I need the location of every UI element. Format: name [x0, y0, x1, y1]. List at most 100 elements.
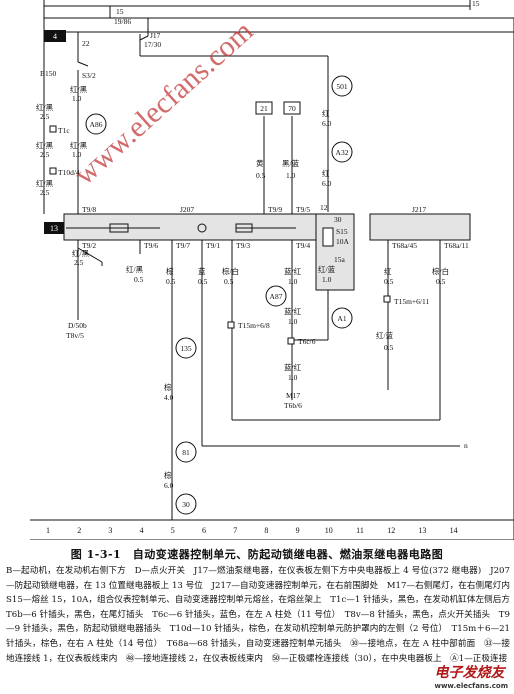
- node-135: 135: [180, 344, 192, 353]
- w3-size: 2.5: [40, 188, 50, 197]
- t9-3-label: T9/3: [236, 241, 250, 250]
- w5-size: 1.0: [72, 150, 82, 159]
- w501-color: 红: [322, 108, 330, 118]
- wire-15-top-label: 15: [472, 0, 480, 8]
- watermark-text: www.elecfans.com: [68, 14, 259, 191]
- t15m6-8-label: T15m+6/8: [238, 321, 270, 330]
- t9-6-label: T9/6: [144, 241, 158, 250]
- wire-19-86-label: 19/86: [114, 17, 131, 26]
- box-21-label: 21: [260, 104, 268, 113]
- o5-size: 1.0: [288, 317, 298, 326]
- w45-color: 红: [384, 266, 392, 276]
- w7-color: 红/黑: [126, 264, 144, 274]
- t9-9-label: T9/9: [268, 205, 282, 214]
- t9-8-label: T9/8: [82, 205, 96, 214]
- o2-color: 蓝: [198, 266, 206, 276]
- o1-size: 0.5: [166, 277, 176, 286]
- grid-number-3: 3: [108, 526, 112, 535]
- j17-pin-label: 17/30: [144, 40, 161, 49]
- w135-size: 4.0: [164, 393, 174, 402]
- t9-5-label: T9/5: [296, 205, 310, 214]
- node-a87: A87: [270, 292, 283, 301]
- o4-size: 1.0: [288, 277, 298, 286]
- o1-color: 棕: [166, 266, 174, 276]
- grid-number-13: 13: [418, 526, 426, 535]
- box-13-label: 13: [50, 224, 58, 233]
- grid-number-4: 4: [140, 526, 144, 535]
- grid-number-10: 10: [325, 526, 333, 535]
- o6-size: 1.0: [288, 373, 298, 382]
- o2-size: 0.5: [198, 277, 208, 286]
- t9-1-label: T9/1: [206, 241, 220, 250]
- node-501: 501: [336, 82, 348, 91]
- w45b-size: 0.5: [384, 343, 394, 352]
- w45-size: 0.5: [384, 277, 394, 286]
- fuse-out-size: 1.0: [322, 275, 332, 284]
- pin-30-label: 30: [334, 215, 342, 224]
- w4-color: 红/黑: [70, 84, 88, 94]
- j207-label: J207: [180, 205, 194, 214]
- grid-number-2: 2: [77, 526, 81, 535]
- box-4-label: 4: [53, 32, 57, 41]
- s3-2-label: S3/2: [82, 71, 96, 80]
- node-a86: A86: [90, 120, 103, 129]
- o6-color: 蓝/红: [284, 362, 302, 372]
- pin-12-label: 12: [320, 203, 328, 212]
- w3-color: 红/黑: [36, 178, 54, 188]
- o3-color: 棕/白: [222, 266, 239, 276]
- w70-color: 黑/蓝: [282, 158, 300, 168]
- d50b-label: D/50b: [68, 321, 87, 330]
- grid-number-6: 6: [202, 526, 206, 535]
- figure-legend: B—起动机，在发动机右侧下方 D—点火开关 J17—燃油泵继电器，在仪表板左侧下…: [6, 566, 514, 664]
- t8v5-label: T8v/5: [66, 331, 84, 340]
- t9-2-label: T9/2: [82, 241, 96, 250]
- node-30: 30: [182, 500, 190, 509]
- w21-size: 0.5: [256, 171, 266, 180]
- w70-size: 1.0: [286, 171, 296, 180]
- w45b-color: 红/蓝: [376, 330, 394, 340]
- w2-size: 2.5: [40, 150, 50, 159]
- w4-size: 1.0: [72, 94, 82, 103]
- grid-number-9: 9: [296, 526, 300, 535]
- t10d-label: T10d/4: [58, 168, 80, 177]
- fuse-out-color: 红/蓝: [318, 264, 336, 274]
- j17-label: J17: [150, 31, 161, 40]
- grid-number-11: 11: [356, 526, 364, 535]
- w1-color: 红/黑: [36, 102, 54, 112]
- w81-color: 棕: [164, 470, 172, 480]
- t1c-label: T1c: [58, 126, 70, 135]
- o4-color: 蓝/红: [284, 266, 302, 276]
- caption-area: 图 1-3-1 自动变速器控制单元、防起动锁继电器、燃油泵继电器电路图 B—起动…: [0, 540, 514, 694]
- grid-number-8: 8: [264, 526, 268, 535]
- t9-7-label: T9/7: [176, 241, 190, 250]
- node-a32: A32: [336, 148, 349, 157]
- site-logo-url: www.elecfans.com: [434, 682, 509, 690]
- site-logo: 电子发烧友 www.elecfans.com: [435, 662, 509, 690]
- box-70-label: 70: [288, 104, 296, 113]
- n-label: n: [464, 441, 468, 450]
- wiring-diagram: 4 13 21 70 A86 501 A32 A87 A1 135 81 30 …: [30, 0, 514, 540]
- wa32-color: 红: [322, 168, 330, 178]
- pin-22-label: 22: [82, 39, 90, 48]
- w21-color: 黄: [256, 158, 264, 168]
- w81-size: 6.0: [164, 481, 174, 490]
- w7-size: 0.5: [134, 275, 144, 284]
- m17-label: M17: [286, 391, 300, 400]
- t68-45-label: T68a/45: [392, 241, 417, 250]
- w1-size: 2.5: [40, 112, 50, 121]
- grid-number-1: 1: [46, 526, 50, 535]
- o3-size: 0.5: [224, 277, 234, 286]
- w11-color: 棕/白: [432, 266, 449, 276]
- w11-size: 0.5: [436, 277, 446, 286]
- w5-color: 红/黑: [70, 140, 88, 150]
- w6-color: 红/黑: [72, 248, 90, 258]
- t6b6-label: T6b/6: [284, 401, 302, 410]
- grid-number-12: 12: [387, 526, 395, 535]
- node-81: 81: [182, 448, 190, 457]
- t6c6-label: T6c/6: [298, 337, 316, 346]
- b150-label: B150: [40, 69, 57, 78]
- fuse-s15-label: S15: [336, 227, 348, 236]
- t68-11-label: T68a/11: [444, 241, 469, 250]
- grid-number-7: 7: [233, 526, 237, 535]
- figure-title: 图 1-3-1 自动变速器控制单元、防起动锁继电器、燃油泵继电器电路图: [70, 548, 444, 561]
